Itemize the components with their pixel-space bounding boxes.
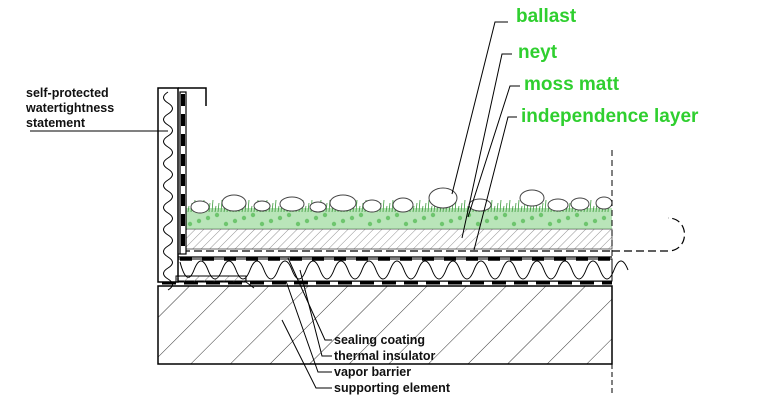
label-independence-layer: independence layer	[521, 106, 699, 127]
leader-neyt	[461, 53, 512, 239]
label-upstand-line-2: watertightness	[26, 101, 115, 115]
moss-matt-layer	[186, 199, 612, 229]
label-upstand-line-1: self-protected	[26, 86, 109, 100]
label-thermal-insulator: thermal insulator	[334, 349, 436, 363]
independence-layer	[182, 217, 685, 252]
leader-sealing-coating	[287, 257, 332, 341]
leader-vapor-barrier	[285, 280, 332, 373]
leader-lines	[30, 21, 520, 389]
upstand-wall	[157, 87, 255, 291]
label-moss-matt: moss matt	[524, 74, 620, 95]
neyt-layer	[185, 228, 613, 250]
label-sealing-coating: sealing coating	[334, 333, 425, 347]
label-ballast: ballast	[516, 6, 577, 27]
label-vapor-barrier: vapor barrier	[334, 365, 412, 379]
leader-thermal-insulator	[299, 269, 332, 357]
leader-independence-layer	[473, 116, 517, 251]
insulation-waves	[179, 260, 629, 280]
sealing-coating-layer	[178, 256, 612, 261]
leader-supporting-element	[281, 319, 332, 389]
leader-moss-matt	[467, 85, 520, 218]
supporting-element-slab	[157, 285, 613, 395]
leader-ballast	[451, 21, 508, 195]
label-upstand-line-3: statement	[26, 116, 86, 130]
upstand-insulation-waves	[163, 91, 173, 291]
label-neyt: neyt	[518, 42, 558, 63]
label-supporting-element: supporting element	[334, 381, 450, 395]
ballast-stones	[190, 187, 613, 214]
